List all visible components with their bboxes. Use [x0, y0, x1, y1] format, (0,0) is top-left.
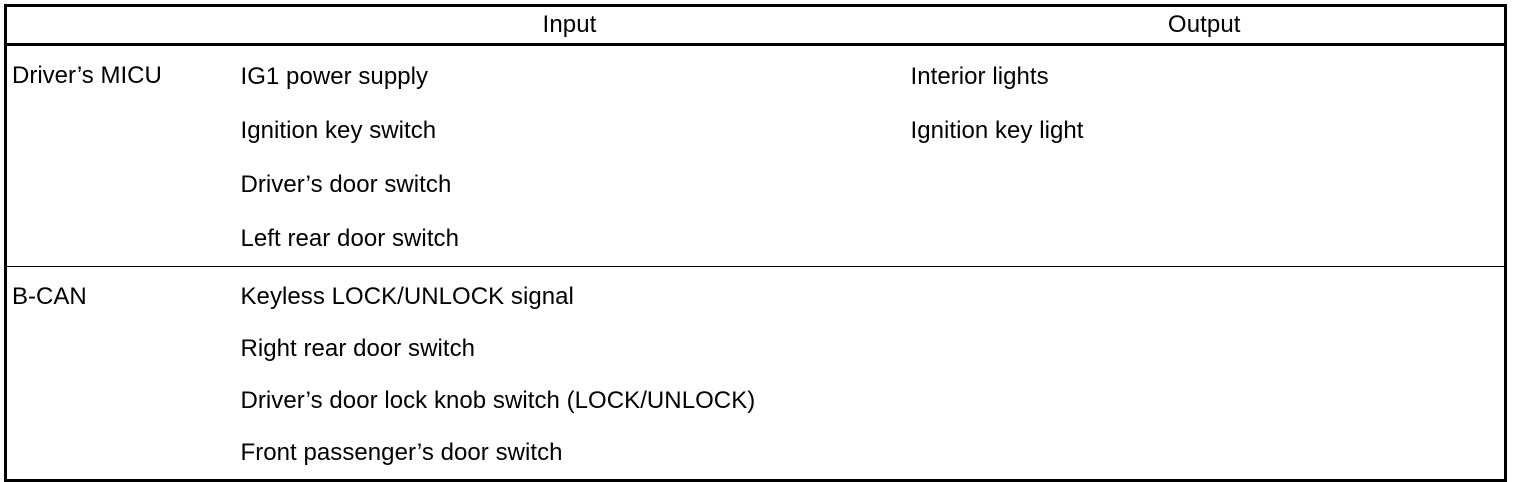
input-item: Keyless LOCK/UNLOCK signal	[240, 283, 574, 310]
header-cell-input: Input	[234, 5, 905, 46]
input-item: Ignition key switch	[240, 117, 437, 144]
system-name-label: Driver’s MICU	[12, 62, 162, 89]
row-input-cell: Keyless LOCK/UNLOCK signal Right rear do…	[234, 266, 905, 481]
page-canvas: Input Output Driver’s MICU IG1 power sup…	[4, 4, 1507, 482]
header-label-input: Input	[542, 11, 597, 38]
input-item: IG1 power supply	[240, 63, 429, 90]
output-item: Interior lights	[910, 63, 1049, 90]
header-cell-output: Output	[904, 5, 1506, 46]
input-item: Left rear door switch	[240, 225, 459, 252]
input-item: Front passenger’s door switch	[240, 439, 563, 466]
output-list	[905, 267, 1505, 271]
header-label-output: Output	[1167, 11, 1241, 38]
row-output-cell	[904, 266, 1506, 481]
table-row: B-CAN Keyless LOCK/UNLOCK signal Right r…	[5, 266, 1506, 481]
row-output-cell: Interior lights Ignition key light	[904, 44, 1506, 267]
input-item: Right rear door switch	[240, 335, 476, 362]
table-header-row: Input Output	[5, 5, 1506, 46]
row-input-cell: IG1 power supply Ignition key switch Dri…	[234, 44, 905, 267]
input-item: Driver’s door switch	[240, 171, 452, 198]
system-cell-content: Driver’s MICU	[7, 46, 235, 102]
table-row: Driver’s MICU IG1 power supply Ignition …	[5, 44, 1506, 267]
system-name-label: B-CAN	[12, 283, 87, 310]
input-list: Keyless LOCK/UNLOCK signal Right rear do…	[235, 267, 905, 479]
system-cell-content: B-CAN	[7, 267, 235, 323]
input-output-spec-table: Input Output Driver’s MICU IG1 power sup…	[4, 4, 1507, 482]
output-item: Ignition key light	[910, 117, 1084, 144]
input-list: IG1 power supply Ignition key switch Dri…	[235, 46, 905, 266]
row-system-cell: B-CAN	[5, 266, 235, 481]
row-system-cell: Driver’s MICU	[5, 44, 235, 267]
input-item: Driver’s door lock knob switch (LOCK/UNL…	[240, 387, 756, 414]
output-list: Interior lights Ignition key light	[905, 46, 1505, 158]
header-cell-system	[5, 5, 235, 46]
